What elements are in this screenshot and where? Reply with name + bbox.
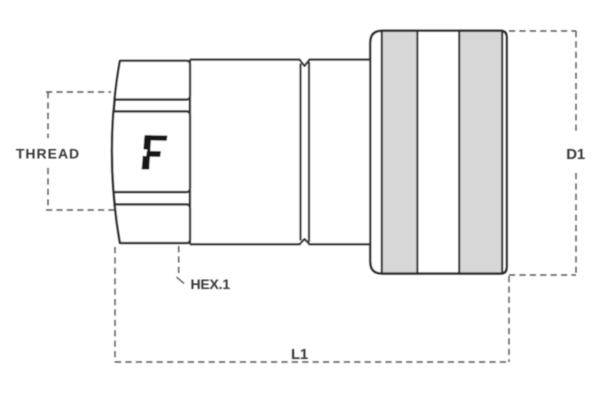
svg-text:HEX.1: HEX.1 — [191, 276, 231, 292]
svg-text:D1: D1 — [566, 146, 585, 163]
svg-text:L1: L1 — [291, 346, 308, 363]
svg-text:THREAD: THREAD — [16, 145, 80, 161]
